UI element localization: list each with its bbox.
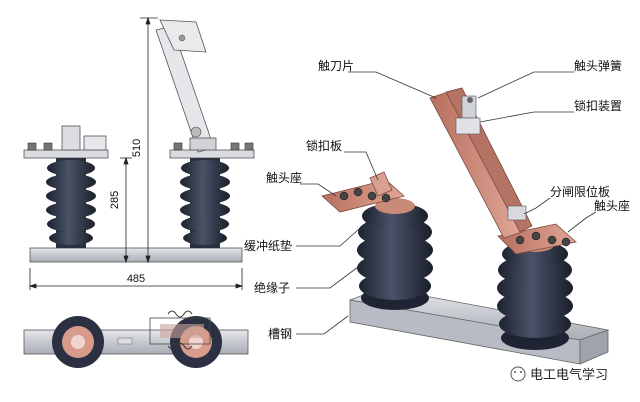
label-blade: 触刀片: [318, 59, 354, 73]
leader-latch-plate: [344, 151, 379, 181]
left-top-plate: [23, 149, 109, 159]
leader-contact-seat-right: [567, 211, 597, 233]
isometric-illustration: [321, 87, 610, 365]
front-elevation-drawing: 510 285 485: [23, 16, 255, 290]
watermark: 电工电气学习: [510, 366, 608, 383]
dim-510: 510: [131, 139, 143, 157]
label-latch-device: 锁扣装置: [574, 98, 622, 113]
plan-view-drawing: [23, 310, 249, 368]
front-base-channel: [29, 247, 243, 263]
leader-insulator: [296, 263, 363, 289]
right-3d-insulator: [497, 236, 573, 350]
left-contact-post: [61, 125, 81, 151]
left-3d-insulator: [357, 198, 433, 310]
dim-285: 285: [109, 191, 121, 209]
knife-blade: [429, 87, 533, 239]
label-insulator: 绝缘子: [254, 280, 290, 295]
dimension-lines: [28, 16, 244, 290]
bolts: [27, 142, 254, 151]
watermark-text: 电工电气学习: [530, 367, 608, 383]
plan-blade: [149, 317, 211, 345]
leader-limit-plate: [523, 197, 551, 215]
latch-plate-shape: [369, 171, 393, 197]
label-latch-plate: 锁扣板: [306, 138, 342, 153]
wechat-icon: [510, 366, 526, 382]
label-buffer-pad: 缓冲纸垫: [244, 238, 292, 253]
dim-485: 485: [127, 273, 145, 285]
front-blade: [155, 19, 217, 153]
label-contact-seat-left: 触头座: [266, 170, 302, 185]
leader-contact-spring: [477, 71, 574, 99]
right-top-plate: [169, 149, 255, 159]
right-insulator: [180, 158, 230, 248]
label-channel-steel: 槽钢: [268, 327, 292, 341]
label-contact-seat-right: 触头座: [594, 198, 630, 213]
label-limit-plate: 分闸限位板: [550, 184, 610, 199]
left-insulator: [46, 158, 96, 248]
leader-latch-device: [479, 111, 574, 123]
leader-contact-seat-left: [300, 183, 337, 197]
leader-channel-steel: [296, 315, 349, 335]
leader-buffer-pad: [296, 211, 379, 247]
callout-leaders: [296, 71, 597, 335]
leader-blade: [348, 71, 437, 99]
label-contact-spring: 触头弹簧: [574, 58, 622, 73]
